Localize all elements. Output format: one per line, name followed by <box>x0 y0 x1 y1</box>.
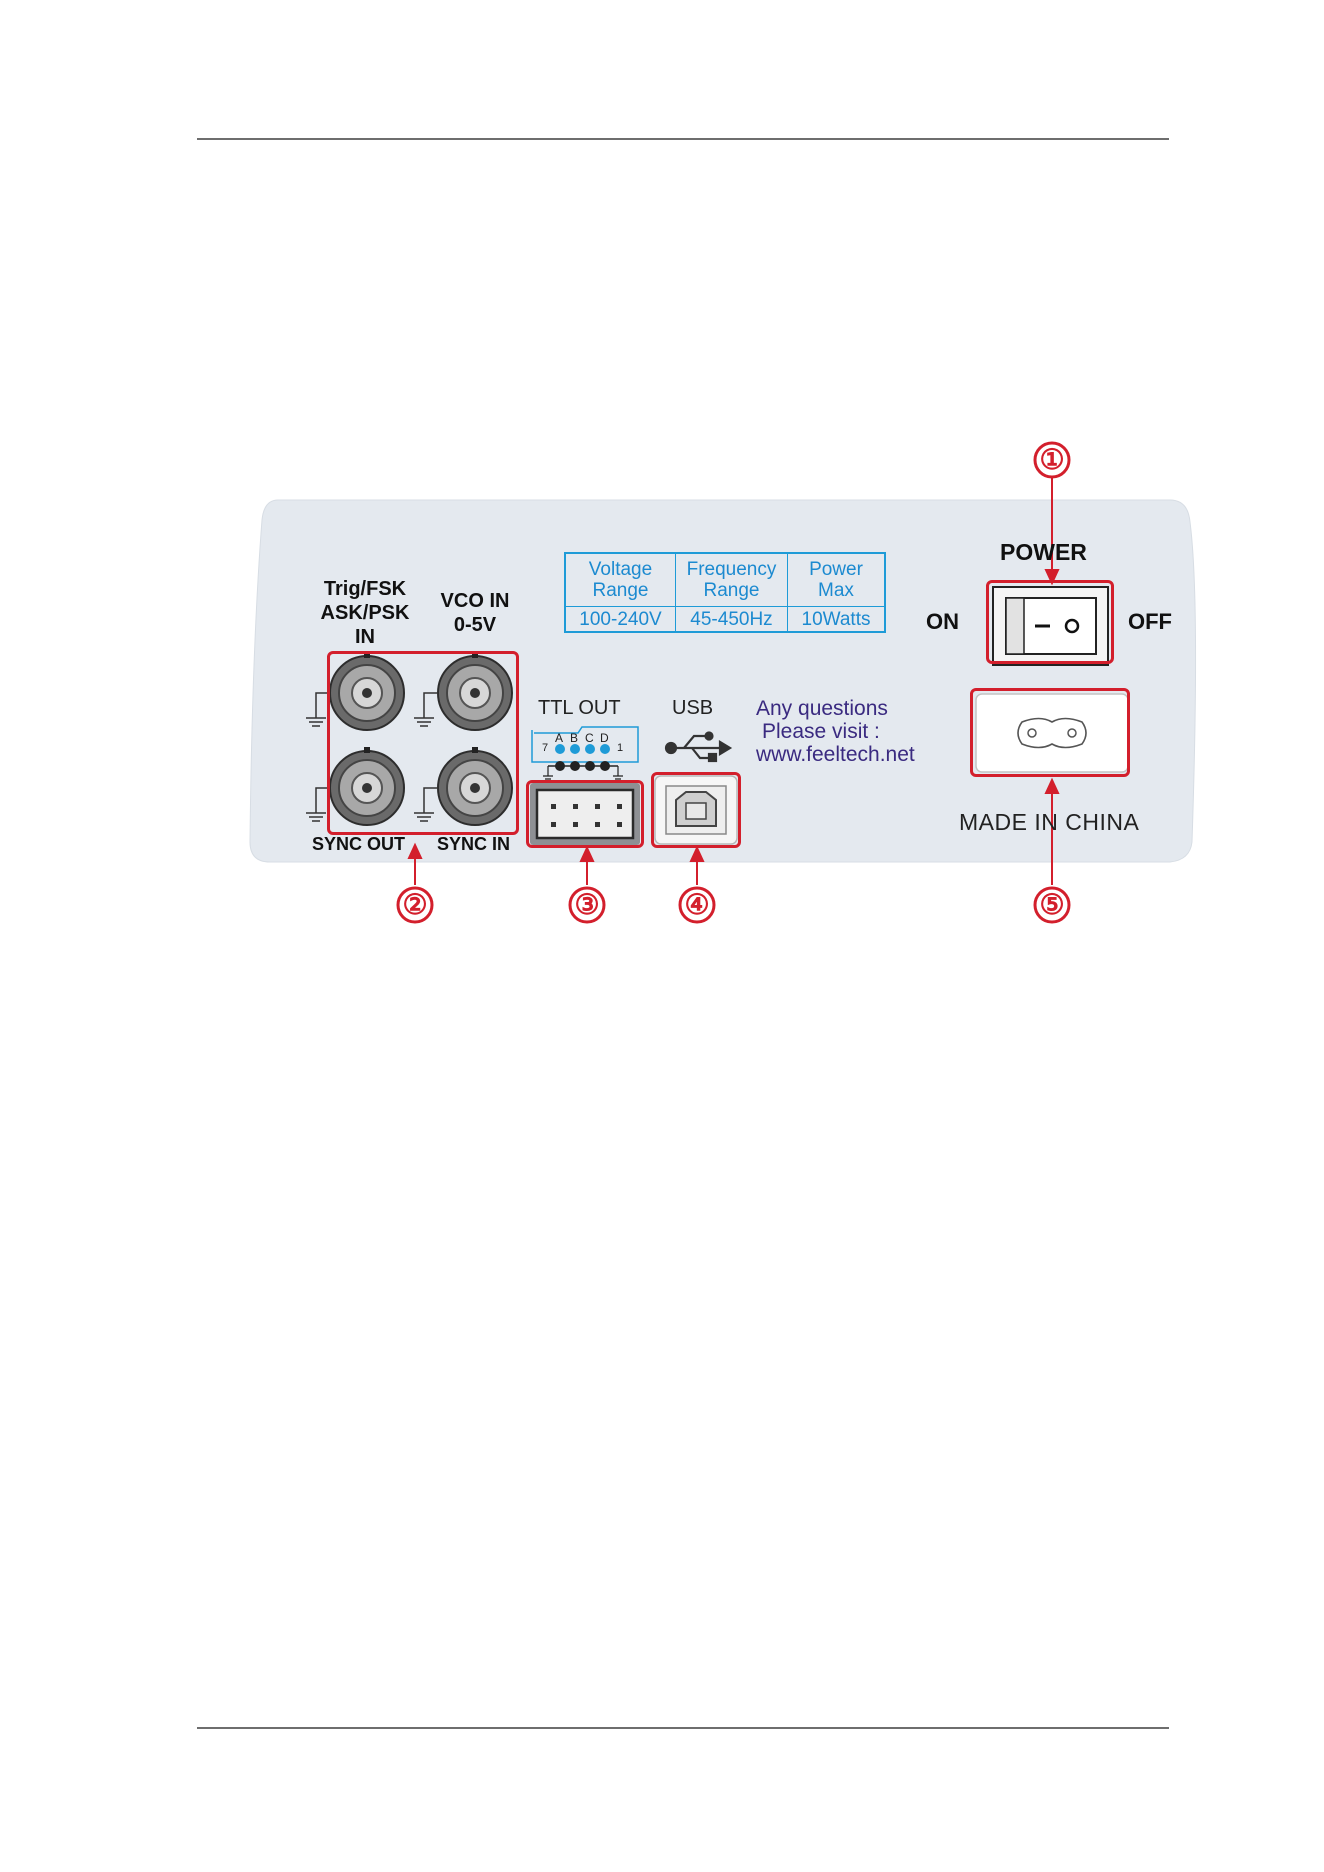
spec-header-frequency: Frequency Range <box>676 554 788 607</box>
label-ttl-out: TTL OUT <box>538 697 621 720</box>
ttl-pin-d: D <box>600 731 609 745</box>
highlight-ttl-out <box>526 780 644 848</box>
ttl-pin-a: A <box>555 731 563 745</box>
ttl-pin-7: 7 <box>542 742 548 754</box>
callout-3: ③ <box>570 886 604 924</box>
label-trig-fsk: Trig/FSK <box>305 578 425 601</box>
highlight-usb <box>651 772 741 848</box>
label-ask-psk: ASK/PSK <box>305 602 425 625</box>
ttl-pin-1: 1 <box>617 742 623 754</box>
callout-2: ② <box>398 886 432 924</box>
highlight-bnc-group <box>327 651 519 835</box>
label-sync-in: SYNC IN <box>437 834 510 855</box>
spec-value-power: 10Watts <box>788 607 884 631</box>
label-power: POWER <box>1000 539 1087 566</box>
callout-4: ④ <box>680 886 714 924</box>
label-on: ON <box>926 609 959 635</box>
highlight-ac-inlet <box>970 688 1130 777</box>
spec-header-voltage: Voltage Range <box>566 554 676 607</box>
ttl-pin-b: B <box>570 731 578 745</box>
callout-1: ① <box>1035 441 1069 479</box>
spec-table: Voltage Range Frequency Range Power Max … <box>564 552 886 633</box>
label-in: IN <box>305 626 425 649</box>
spec-header-power: Power Max <box>788 554 884 607</box>
contact-url: www.feeltech.net <box>756 743 915 767</box>
label-sync-out: SYNC OUT <box>312 834 405 855</box>
contact-line-2: Please visit : <box>762 720 880 744</box>
contact-line-1: Any questions <box>756 697 888 721</box>
callout-5: ⑤ <box>1035 886 1069 924</box>
highlight-power-switch <box>986 580 1114 664</box>
label-made-in-china: MADE IN CHINA <box>959 809 1139 836</box>
label-off: OFF <box>1128 609 1172 635</box>
spec-value-frequency: 45-450Hz <box>676 607 788 631</box>
label-vco-in: VCO IN <box>425 590 525 613</box>
spec-value-voltage: 100-240V <box>566 607 676 631</box>
label-vco-range: 0-5V <box>425 614 525 637</box>
label-usb: USB <box>672 697 713 720</box>
ttl-pin-c: C <box>585 731 594 745</box>
